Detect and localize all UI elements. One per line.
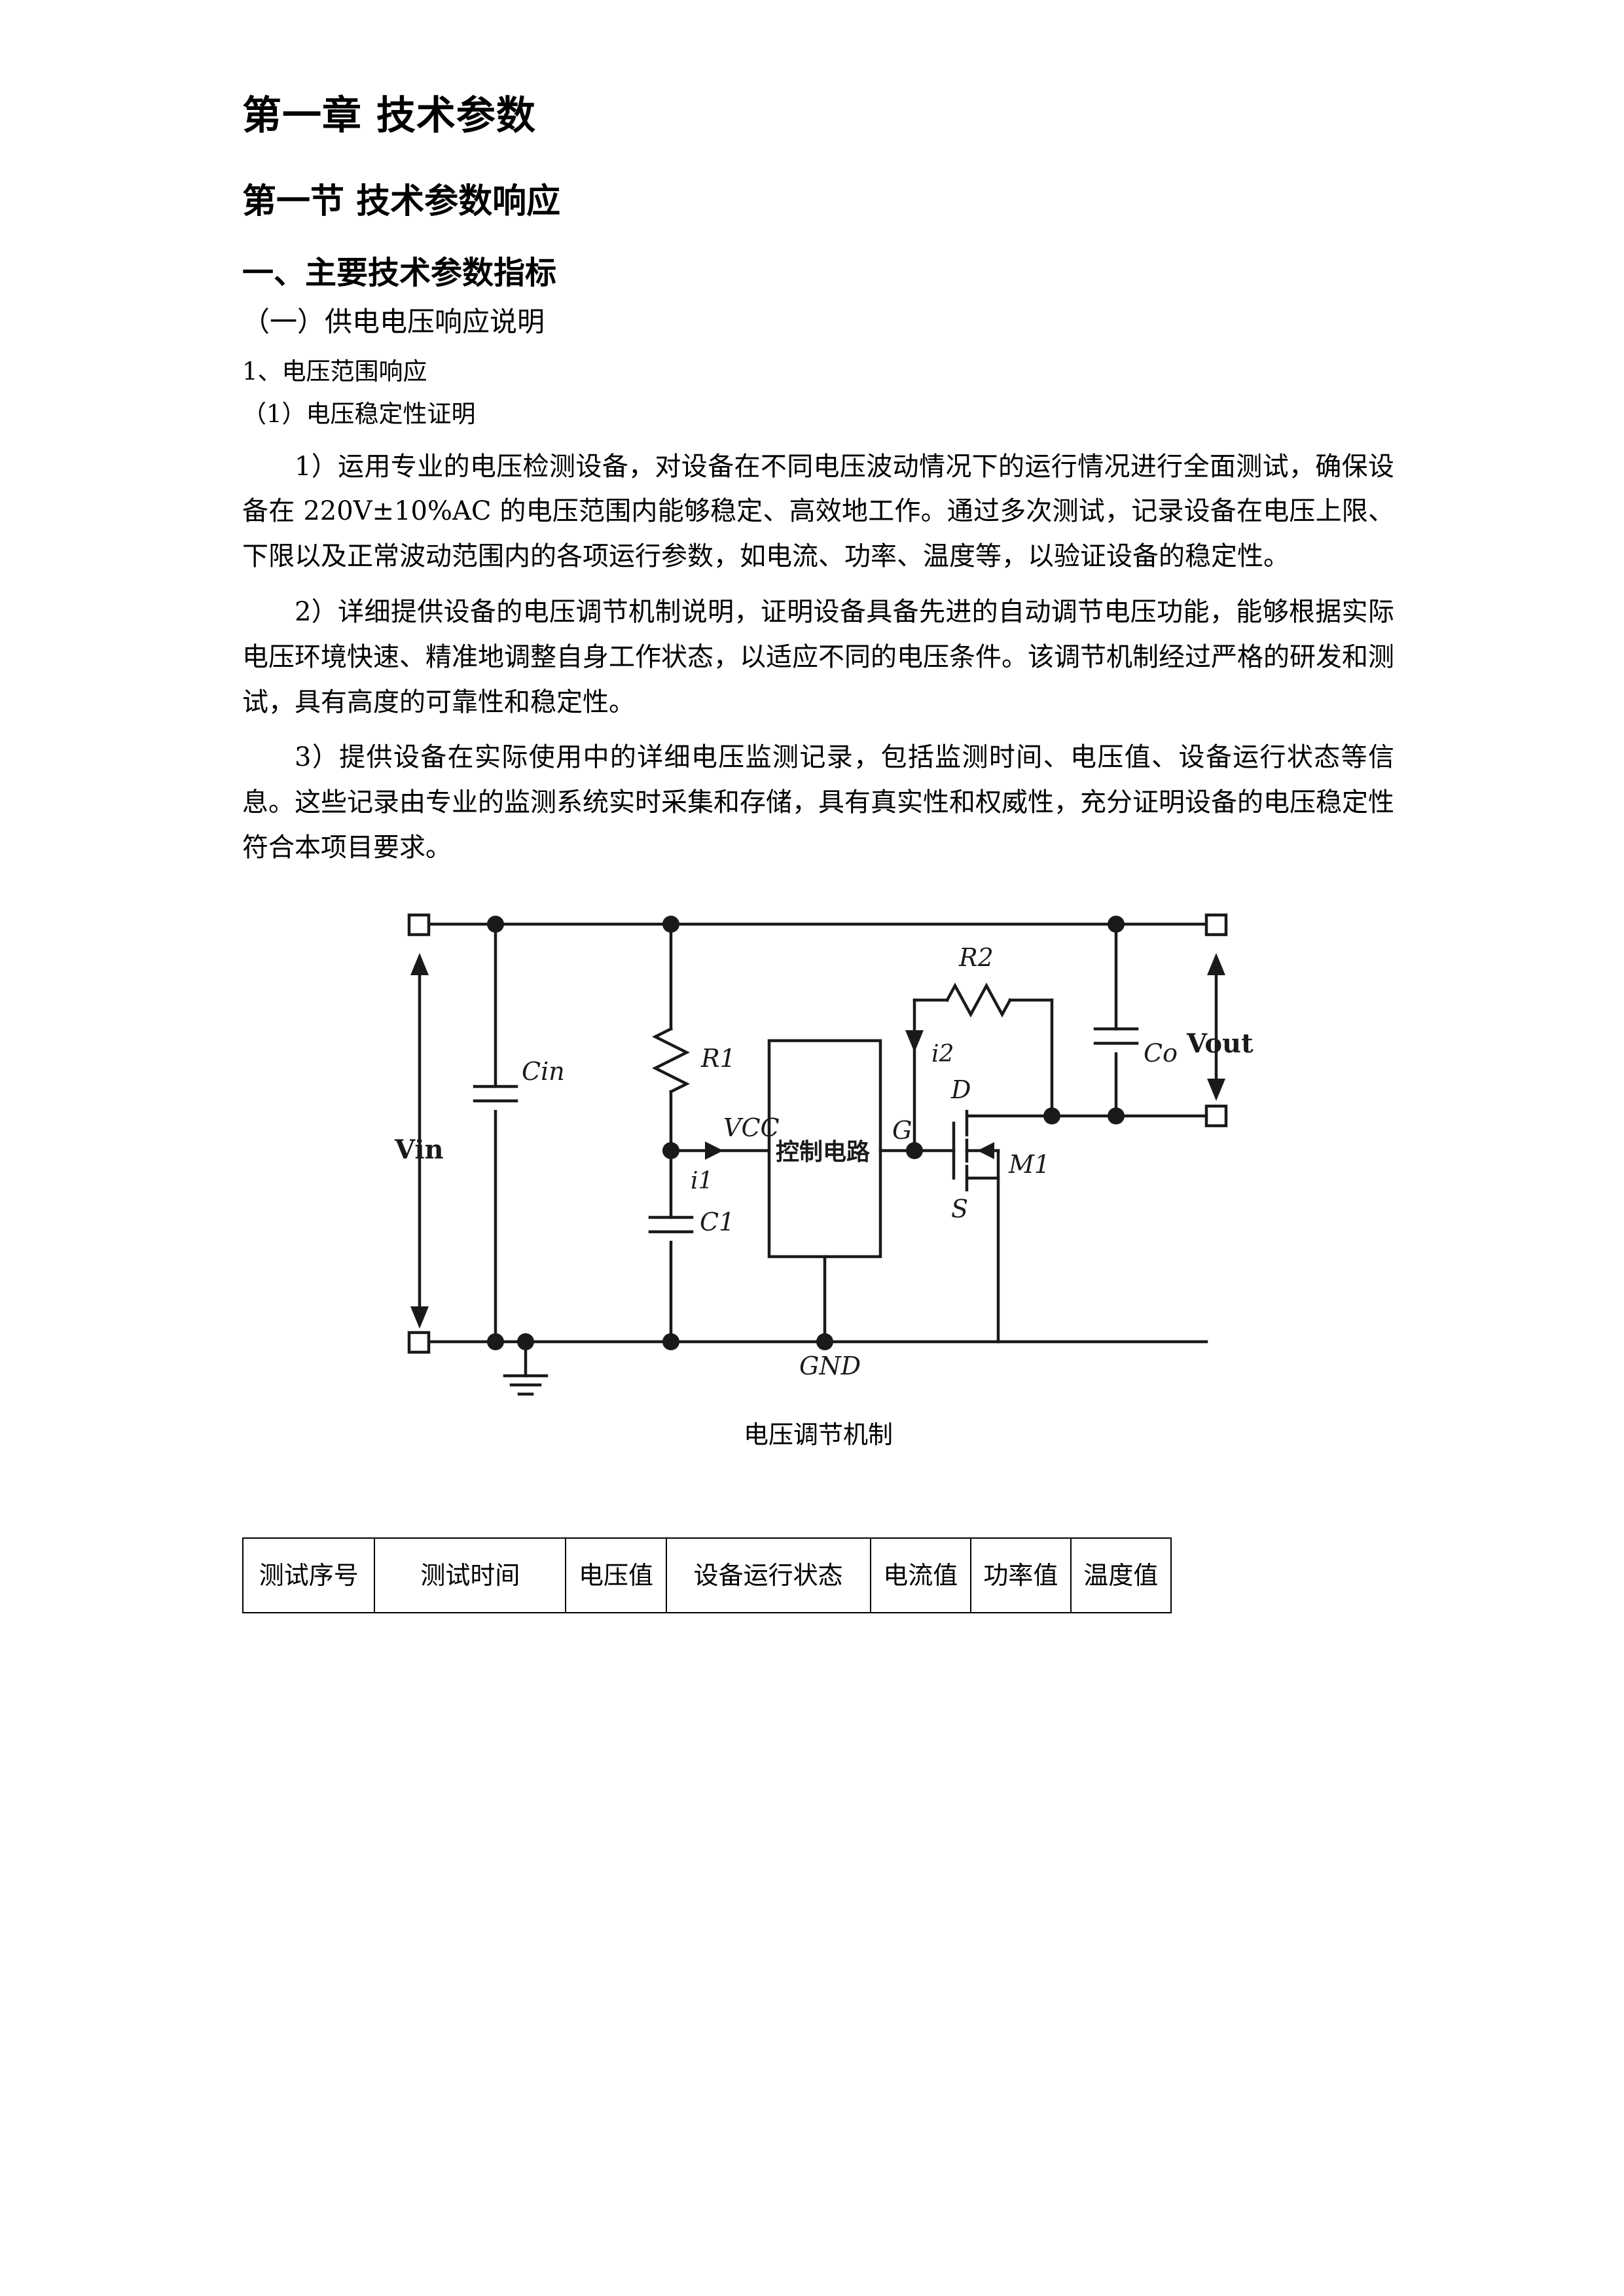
figure-label-gnd: GND <box>799 1352 861 1380</box>
table-header-cell-current: 电流值 <box>869 1537 971 1614</box>
figure-label-control-block: 控制电路 <box>776 1139 871 1166</box>
table-header-cell-power: 功率值 <box>969 1537 1072 1614</box>
figure-label-i1: i1 <box>691 1168 713 1194</box>
figure-label-source: S <box>951 1194 968 1223</box>
section-heading: 第一节 技术参数响应 <box>242 182 561 221</box>
figure-label-c1: C1 <box>700 1208 734 1236</box>
figure-label-vin: Vin <box>394 1134 444 1165</box>
figure-label-r1: R1 <box>700 1044 736 1073</box>
table-header-cell-test-time: 测试时间 <box>374 1537 567 1614</box>
table-header-row: 测试序号 测试时间 电压值 设备运行状态 电流值 功率值 温度值 <box>242 1537 1172 1614</box>
voltage-regulator-schematic: Vin Vout Cin Co C1 R1 R2 i1 i2 VCC GND G… <box>394 913 1254 1396</box>
figure-label-cin: Cin <box>522 1057 565 1086</box>
page-content: 第一章 技术参数 第一节 技术参数响应 一、主要技术参数指标 （一）供电电压响应… <box>242 0 1394 1614</box>
figure-label-r2: R2 <box>958 943 994 972</box>
figure-label-mosfet: M1 <box>1008 1150 1050 1179</box>
test-record-table: 测试序号 测试时间 电压值 设备运行状态 电流值 功率值 温度值 <box>242 1537 1172 1614</box>
figure-caption: 电压调节机制 <box>743 1420 893 1449</box>
figure-label-co: Co <box>1144 1039 1178 1067</box>
table-header-cell-voltage: 电压值 <box>565 1537 667 1614</box>
circuit-diagram-figure: Vin Vout Cin Co C1 R1 R2 i1 i2 VCC GND G… <box>242 890 1394 1450</box>
body-paragraph-3: 3）提供设备在实际使用中的详细电压监测记录，包括监测时间、电压值、设备运行状态等… <box>242 742 1394 863</box>
body-paragraph-1: 1）运用专业的电压检测设备，对设备在不同电压波动情况下的运行情况进行全面测试，确… <box>242 451 1394 572</box>
figure-label-vout: Vout <box>1186 1028 1254 1059</box>
figure-label-i2: i2 <box>931 1041 954 1067</box>
body-paragraph-2: 2）详细提供设备的电压调节机制说明，证明设备具备先进的自动调节电压功能，能够根据… <box>242 597 1394 717</box>
item-heading: 一、主要技术参数指标 <box>242 255 557 292</box>
sub-heading-level-b-1: 1、电压范围响应 <box>242 357 427 386</box>
figure-label-drain: D <box>950 1075 971 1104</box>
figure-label-vcc: VCC <box>723 1113 780 1142</box>
table-header-cell-test-id: 测试序号 <box>242 1537 376 1614</box>
chapter-heading: 第一章 技术参数 <box>242 93 536 139</box>
sub-heading-level-a: （一）供电电压响应说明 <box>242 305 545 338</box>
sub-heading-level-b-2: （1）电压稳定性证明 <box>242 399 476 428</box>
figure-label-gate: G <box>892 1116 912 1145</box>
table-header-cell-temperature: 温度值 <box>1070 1537 1172 1614</box>
table-header-cell-status: 设备运行状态 <box>665 1537 871 1614</box>
